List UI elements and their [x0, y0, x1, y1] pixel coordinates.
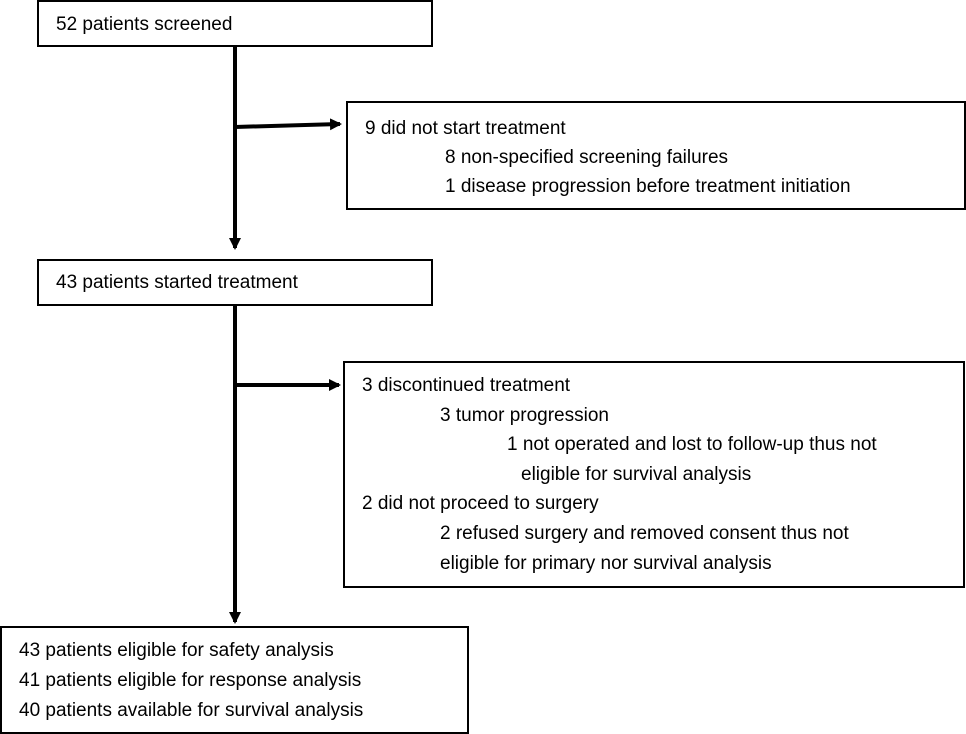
not-started-box: 9 did not start treatment 8 non-specifie… [346, 101, 966, 210]
started-box: 43 patients started treatment [37, 259, 433, 306]
screened-box: 52 patients screened [37, 0, 433, 47]
not-operated-text: 1 not operated and lost to follow-up thu… [507, 434, 877, 455]
no-surgery-text: 2 did not proceed to surgery [362, 493, 599, 514]
discontinued-title: 3 discontinued treatment [362, 375, 571, 396]
arrow-to-not-started [234, 118, 342, 131]
tumor-progression-text: 3 tumor progression [440, 405, 609, 426]
discontinued-box: 3 discontinued treatment 3 tumor progres… [343, 361, 965, 588]
analysis-line: 40 patients available for survival analy… [19, 700, 364, 721]
refused-surgery-text: eligible for primary nor survival analys… [440, 553, 772, 574]
analysis-line: 41 patients eligible for response analys… [19, 670, 362, 691]
refused-surgery-text: 2 refused surgery and removed consent th… [440, 523, 849, 544]
not-operated-text: eligible for survival analysis [521, 464, 752, 485]
analysis-box: 43 patients eligible for safety analysis… [0, 626, 469, 734]
not-started-title: 9 did not start treatment [365, 118, 566, 139]
not-started-reason: 8 non-specified screening failures [445, 147, 729, 168]
started-text: 43 patients started treatment [56, 272, 298, 293]
screened-text: 52 patients screened [56, 14, 233, 35]
analysis-line: 43 patients eligible for safety analysis [19, 640, 334, 661]
not-started-reason: 1 disease progression before treatment i… [445, 176, 851, 197]
